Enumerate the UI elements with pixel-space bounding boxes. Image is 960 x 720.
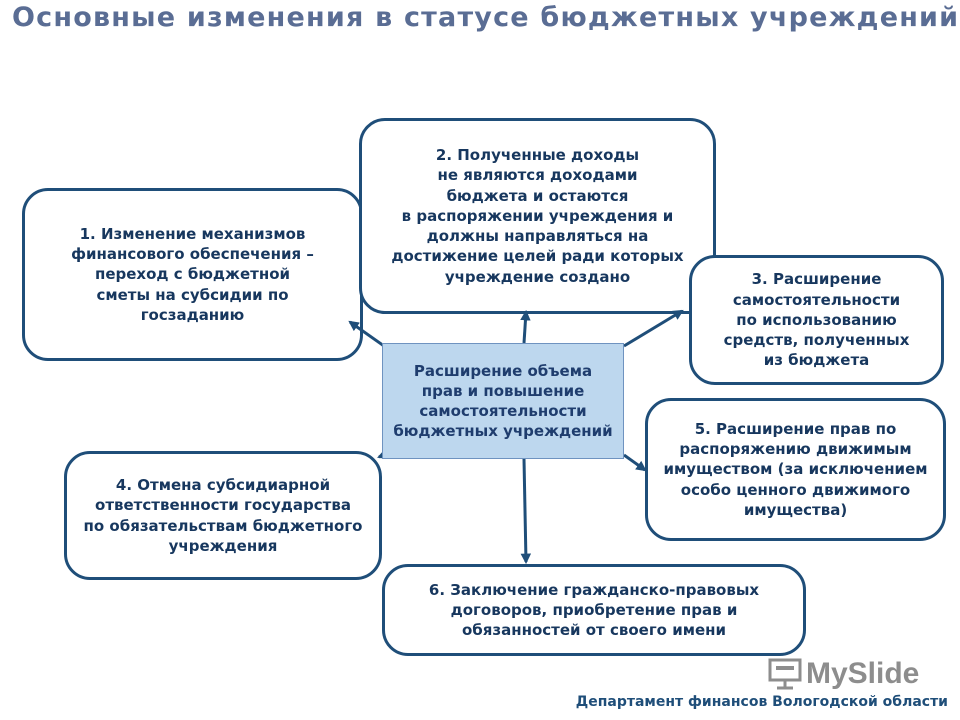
arrow-to-box-3 bbox=[623, 309, 684, 348]
watermark-logo: MySlide bbox=[768, 656, 919, 692]
footer-credit: Департамент финансов Вологодской области bbox=[575, 694, 948, 710]
arrow-to-box-1 bbox=[348, 320, 385, 348]
arrow-to-box-6 bbox=[520, 458, 532, 565]
diagram-box-5: 5. Расширение прав по распоряжению движи… bbox=[645, 398, 946, 541]
diagram-box-4: 4. Отмена субсидиарной ответственности г… bbox=[64, 451, 382, 580]
diagram-box-3: 3. Расширение самостоятельности по испол… bbox=[689, 255, 944, 385]
center-box: Расширение объема прав и повышение самос… bbox=[382, 343, 624, 459]
page-title: Основные изменения в статусе бюджетных у… bbox=[12, 2, 960, 33]
presentation-icon bbox=[768, 658, 802, 690]
diagram-box-6: 6. Заключение гражданско-правовых догово… bbox=[382, 564, 806, 656]
watermark-text: MySlide bbox=[806, 657, 920, 690]
arrow-to-box-2 bbox=[520, 309, 531, 344]
diagram-box-2: 2. Полученные доходы не являются доходам… bbox=[359, 118, 716, 314]
diagram-box-1: 1. Изменение механизмов финансового обес… bbox=[22, 188, 363, 361]
arrow-to-box-5 bbox=[623, 453, 647, 472]
